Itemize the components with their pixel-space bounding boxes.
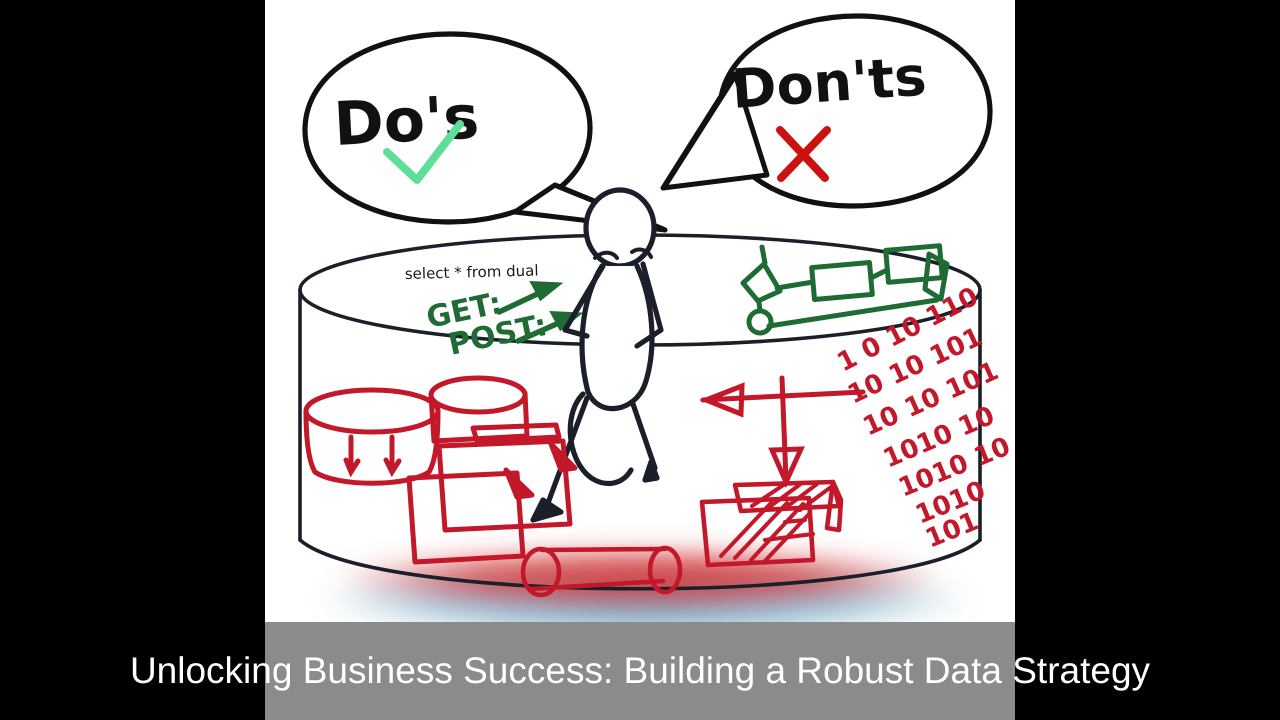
speech-bubble-donts: Don'ts xyxy=(660,13,993,209)
red-rectangles xyxy=(406,422,578,565)
whiteboard-illustration: Do's Don'ts select * from dual GET: POST… xyxy=(265,0,1015,622)
green-check-icon xyxy=(383,120,464,184)
red-cross-icon xyxy=(776,126,831,182)
stick-figure xyxy=(530,187,664,523)
sql-annotation: select * from dual xyxy=(405,262,539,283)
http-annotations: GET: POST: xyxy=(423,281,584,363)
donts-bubble-label: Don'ts xyxy=(730,45,929,121)
video-caption: Unlocking Business Success: Building a R… xyxy=(129,650,1151,691)
sketch-canvas: Do's Don'ts select * from dual GET: POST… xyxy=(298,13,1015,622)
binary-digits: 1 0 10 110 10 10 101 10 10 101 1010 10 1… xyxy=(833,282,1015,555)
dos-bubble-label: Do's xyxy=(332,82,481,159)
red-pipe xyxy=(520,545,683,598)
red-database-large xyxy=(303,387,441,486)
red-cross-arrows xyxy=(699,375,866,489)
red-database-small xyxy=(428,375,530,444)
red-hatched-boxes xyxy=(699,479,844,568)
caption-background-bar xyxy=(265,622,1015,720)
green-flowchart xyxy=(740,243,950,336)
